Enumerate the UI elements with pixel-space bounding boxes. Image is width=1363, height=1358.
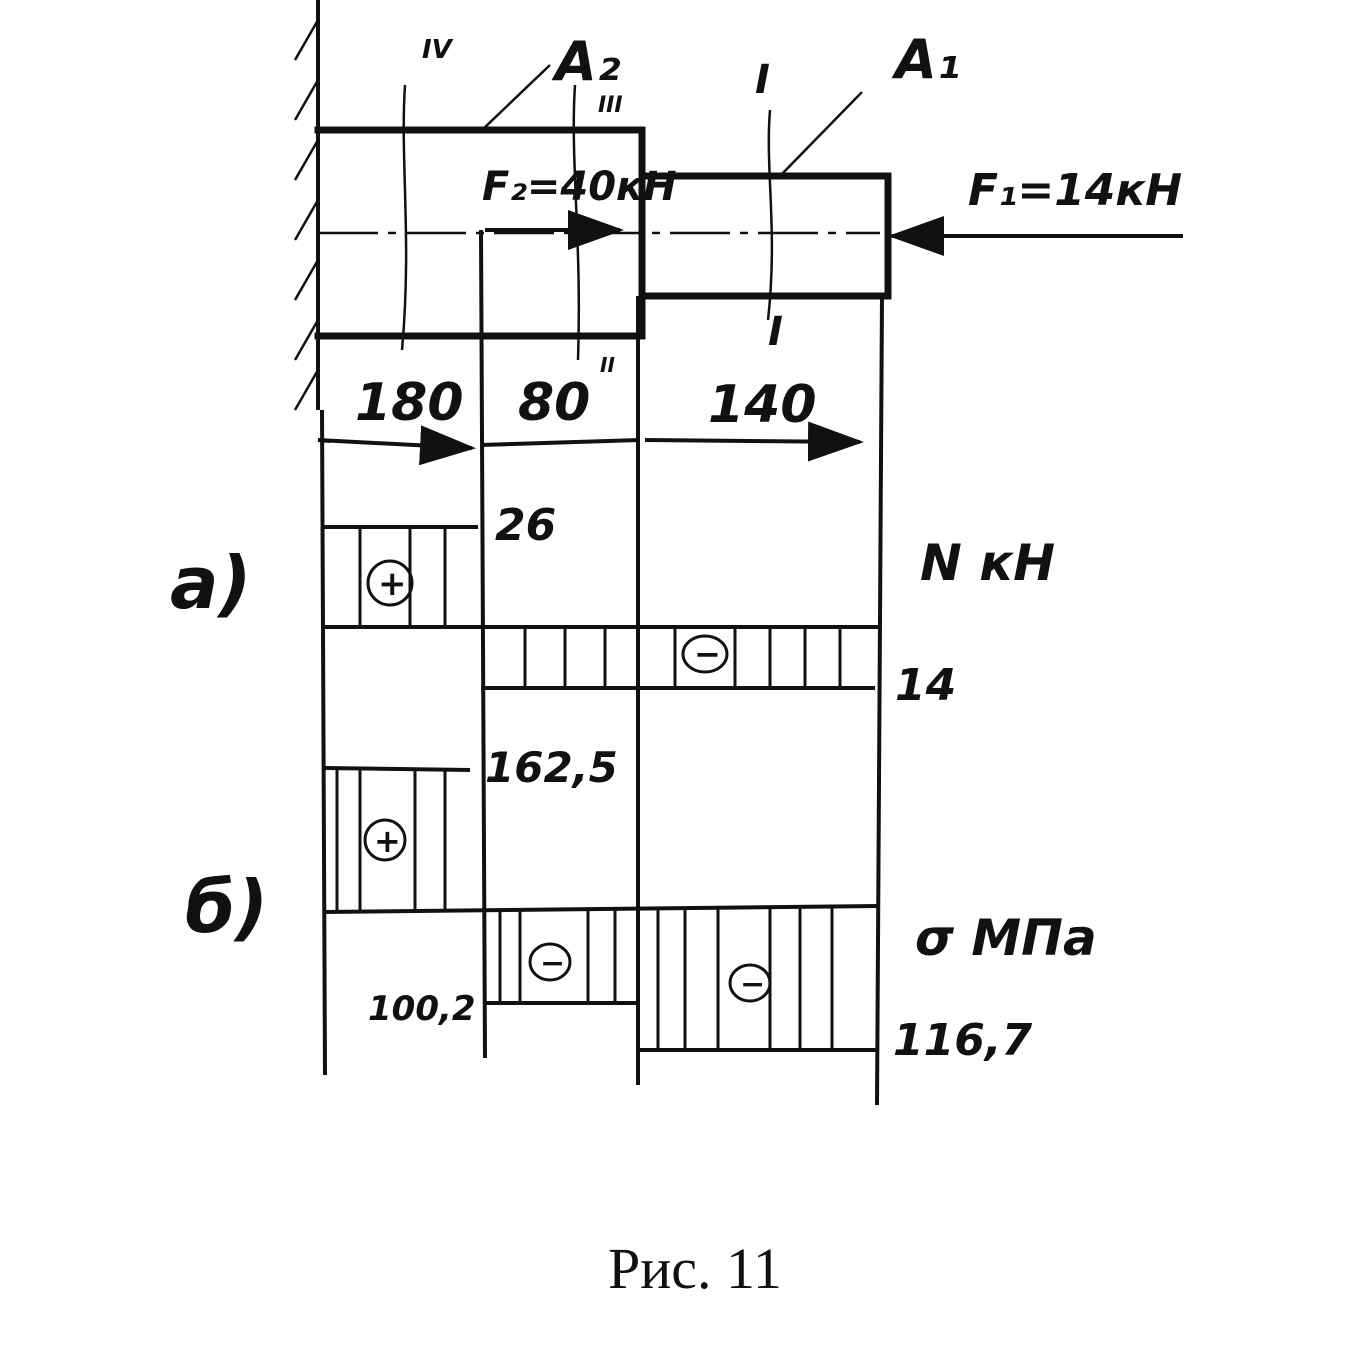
n-value-26: 26 (495, 500, 556, 551)
section-lines (400, 84, 774, 361)
sigma-negative-sign-circle-1 (528, 942, 572, 982)
section-label-i-top: I (755, 57, 770, 103)
sigma-positive-sign: + (374, 822, 401, 860)
dimension-180: 180 (355, 373, 464, 433)
sigma-negative-hatch-1 (498, 910, 617, 1003)
sigma-negative-hatch-2 (656, 908, 834, 1050)
n-positive-sign: + (378, 564, 407, 604)
diagram-a-marker: а) (170, 541, 252, 625)
dimension-80: 80 (518, 373, 590, 433)
sigma-value-100-2: 100,2 (368, 989, 476, 1029)
sigma-negative-sign-circle-2 (728, 963, 772, 1003)
n-value-14: 14 (895, 660, 956, 711)
sigma-positive-hatch (335, 770, 447, 912)
diagram-b-marker: б) (185, 865, 268, 949)
area-1-leader (779, 91, 863, 177)
area-2-label: A₂ (551, 30, 621, 93)
sigma-negative-sign-2: − (740, 967, 765, 1002)
figure-caption: Рис. 11 (608, 1236, 782, 1301)
force-2-label: F₂=40кН (482, 164, 677, 210)
n-negative-sign-circle (681, 634, 729, 674)
sigma-value-116-7: 116,7 (893, 1015, 1033, 1066)
dimension-line (317, 421, 864, 466)
normal-force-diagram: + − (322, 525, 880, 690)
sigma-positive-sign-circle (363, 818, 407, 862)
n-negative-hatch (523, 627, 842, 688)
n-axis-label: N кН (920, 534, 1055, 592)
section-label-iii: III (598, 93, 623, 118)
fixed-wall-support (293, 0, 320, 411)
stress-diagram: + − − (324, 766, 879, 1052)
sigma-negative-sign-1: − (540, 946, 565, 981)
sigma-value-162-5: 162,5 (485, 743, 618, 792)
section-label-iv: IV (422, 35, 454, 65)
section-label-ii: II (600, 353, 615, 377)
section-label-i-bottom: I (768, 309, 783, 355)
area-1-label: A₁ (891, 28, 960, 91)
n-negative-sign: − (694, 635, 721, 673)
area-2-leader (481, 64, 551, 131)
extension-lines (320, 229, 884, 1106)
force-1-label: F₁=14кН (968, 165, 1182, 216)
n-positive-sign-circle (366, 559, 414, 607)
sigma-axis-label: σ МПа (915, 909, 1097, 967)
dimension-140: 140 (708, 375, 817, 435)
